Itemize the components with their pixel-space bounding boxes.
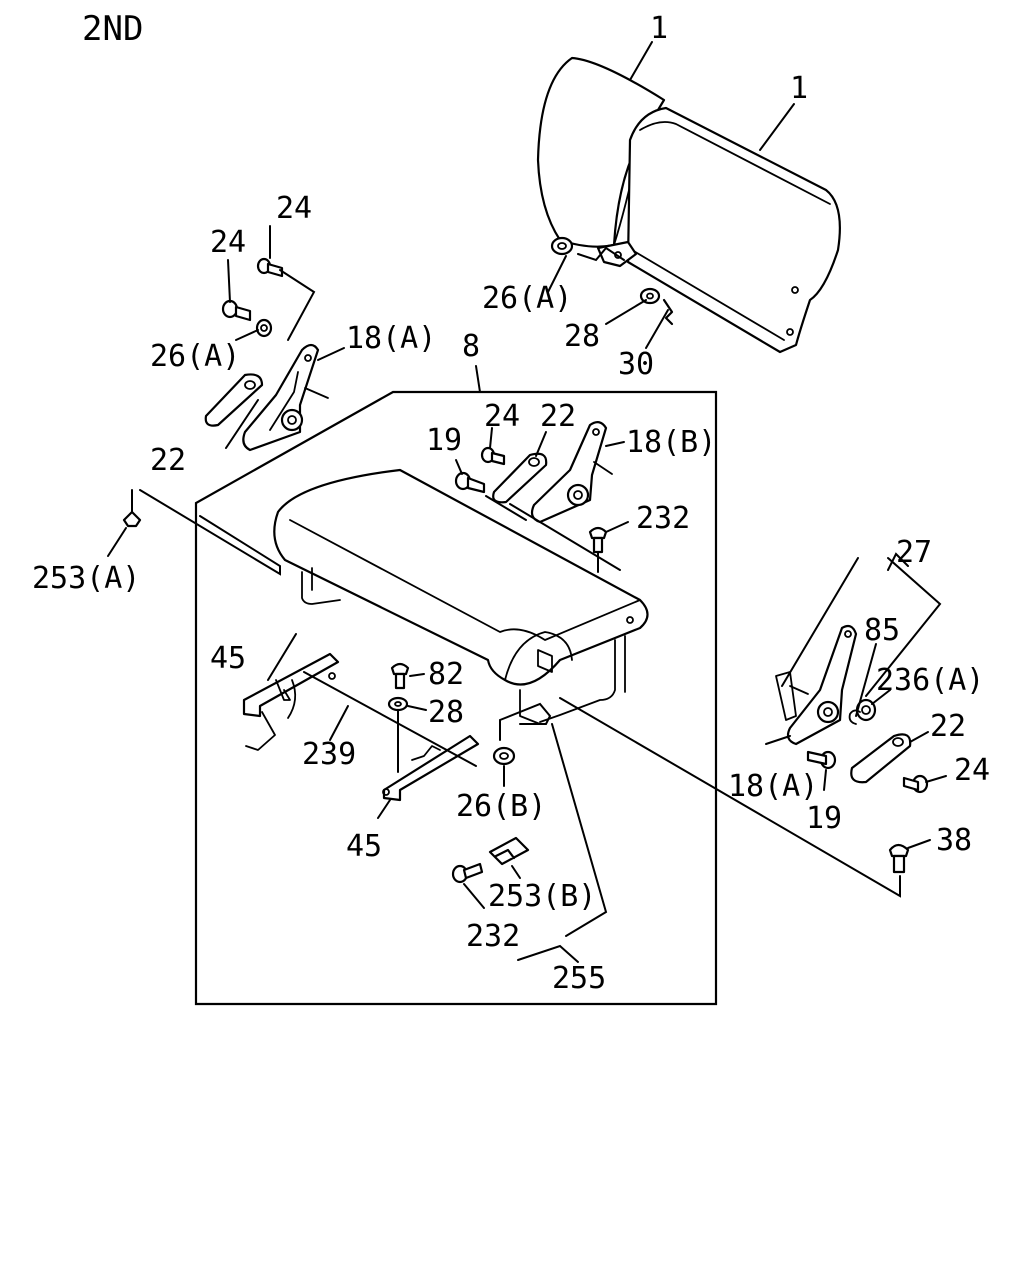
callout-label: 24 — [276, 191, 312, 226]
callout-label: 85 — [864, 613, 900, 648]
callout-label: 22 — [930, 709, 966, 744]
release-cable — [245, 711, 276, 751]
callout-label: 19 — [426, 423, 462, 458]
hinge-18a-left — [242, 343, 329, 452]
callout-label: 232 — [466, 919, 520, 954]
bolt-19-right — [806, 750, 837, 770]
callout-label: 24 — [210, 225, 246, 260]
callout-label: 239 — [302, 737, 356, 772]
callout-label: 28 — [564, 319, 600, 354]
bolt-82 — [390, 662, 410, 690]
lever-22-left — [204, 373, 264, 427]
bolt-24b — [256, 257, 284, 278]
bolt-232-bottom — [451, 862, 484, 884]
seat-back-right — [626, 106, 841, 354]
nut-19-mid — [454, 471, 486, 494]
callout-labels: 1 1 24 24 26(A) 18(A) 22 26(A) 28 30 8 2… — [32, 11, 990, 996]
callout-label: 30 — [618, 347, 654, 382]
callout-label: 45 — [346, 829, 382, 864]
callout-label: 26(A) — [482, 281, 572, 316]
callout-label: 38 — [936, 823, 972, 858]
bolt-232-top — [588, 526, 608, 554]
callout-label: 18(B) — [626, 425, 716, 460]
washer-26a-left — [255, 318, 273, 338]
callout-label: 82 — [428, 657, 464, 692]
callout-label: 24 — [954, 753, 990, 788]
callout-label: 26(B) — [456, 789, 546, 824]
seat-assembly-frame — [194, 390, 718, 1006]
seat-cushion — [273, 468, 649, 725]
callout-label: 26(A) — [150, 339, 240, 374]
hinge-18b — [530, 421, 613, 524]
callout-label: 232 — [636, 501, 690, 536]
lever-22-right — [850, 733, 912, 784]
callout-label: 45 — [210, 641, 246, 676]
clip-253a — [122, 510, 142, 528]
callout-label: 1 — [790, 71, 808, 106]
callout-label: 18(A) — [346, 321, 436, 356]
callout-label: 24 — [484, 399, 520, 434]
callout-label: 255 — [552, 961, 606, 996]
callout-label: 18(A) — [728, 769, 818, 804]
washer-26a-top — [550, 236, 574, 256]
callout-label: 1 — [650, 11, 668, 46]
callout-label: 8 — [462, 329, 480, 364]
callout-label: 28 — [428, 695, 464, 730]
callout-label: 19 — [806, 801, 842, 836]
callout-label: 27 — [896, 535, 932, 570]
slide-rail-lower — [382, 734, 480, 802]
callout-label: 253(A) — [32, 561, 140, 596]
clip-30 — [662, 298, 674, 326]
bolt-38 — [888, 843, 910, 874]
callout-label: 236(A) — [876, 663, 984, 698]
bolt-24a — [221, 299, 252, 322]
callout-label: 22 — [540, 399, 576, 434]
slide-rail-upper — [242, 652, 340, 719]
callout-label: 253(B) — [488, 879, 596, 914]
clip-253b — [488, 836, 530, 866]
washer-28-mid — [387, 696, 409, 712]
leader-lines — [107, 41, 947, 963]
hinge-18a-right — [775, 624, 858, 746]
callout-label: 22 — [150, 443, 186, 478]
washer-26b — [492, 746, 516, 766]
bolt-24-right — [902, 774, 929, 794]
bolt-24-mid — [480, 446, 506, 466]
nut-236a — [855, 698, 877, 722]
diagram-title: 2ND — [82, 9, 143, 49]
